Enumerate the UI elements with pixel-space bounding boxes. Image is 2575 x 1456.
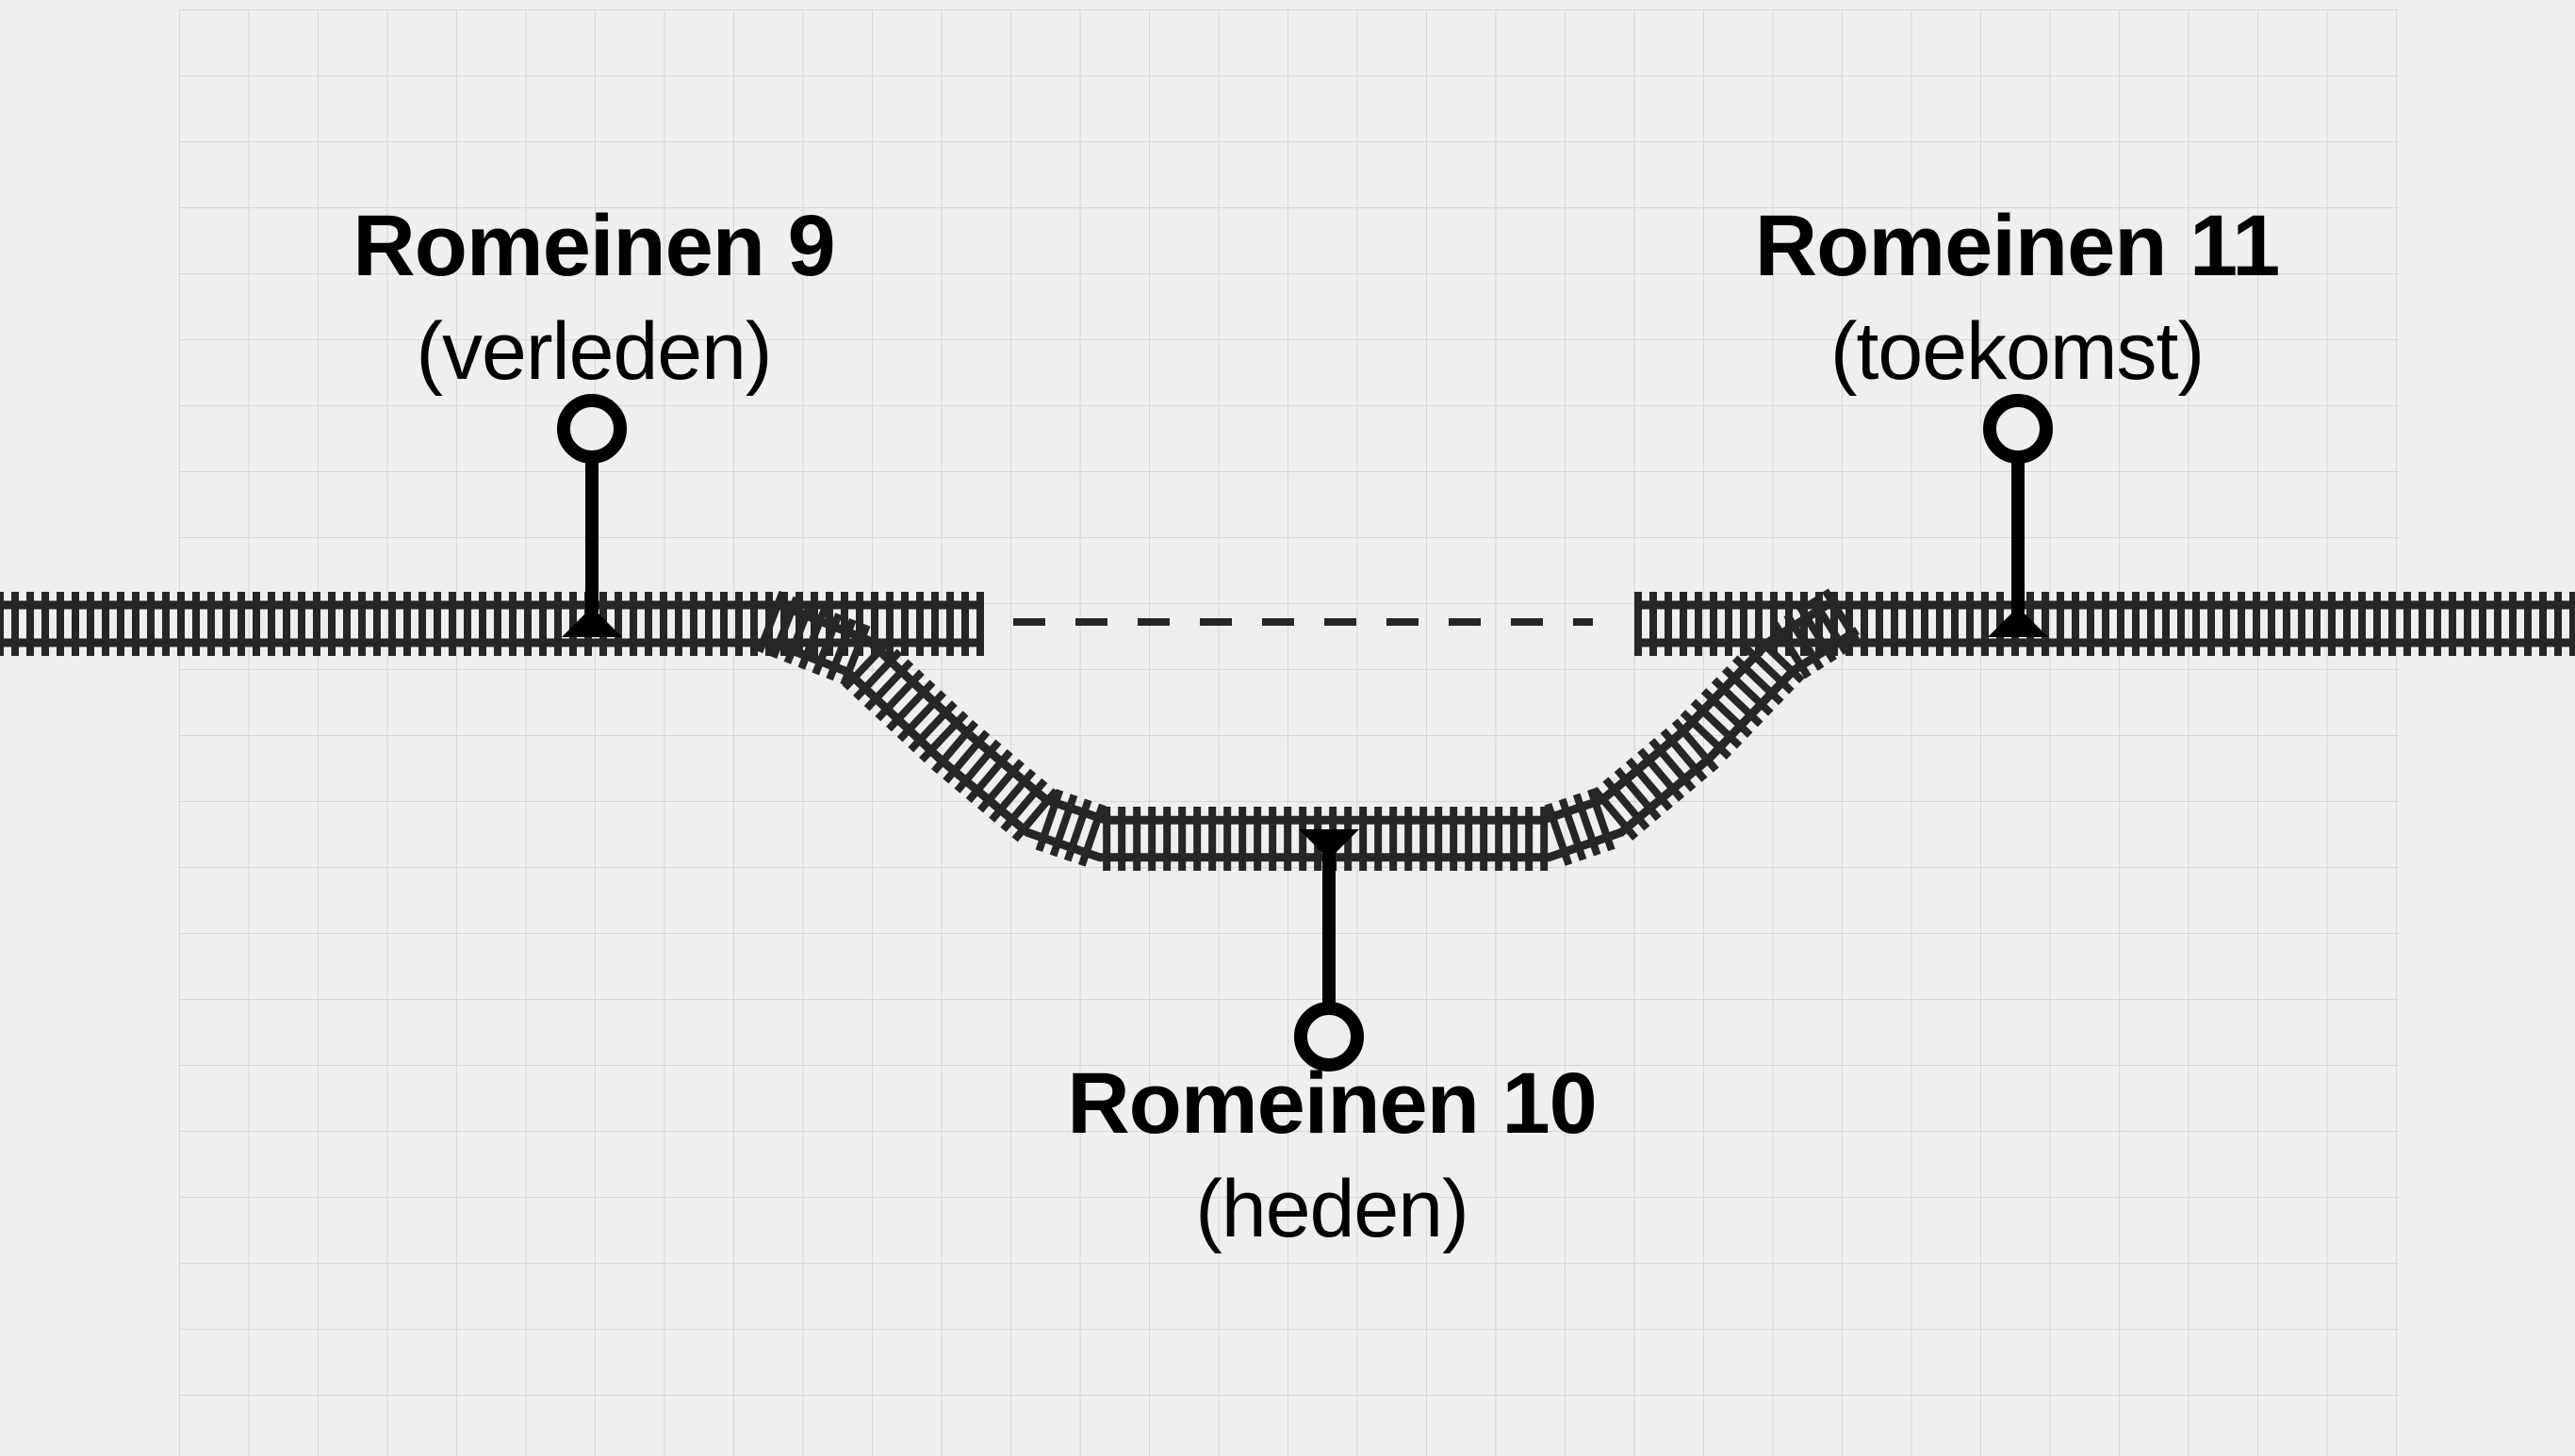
station-marker-r9 — [557, 394, 627, 637]
marker-base — [562, 607, 622, 637]
station-title: Romeinen 9 — [353, 198, 835, 294]
track-tie — [755, 590, 787, 654]
station-marker-r11 — [1983, 394, 2053, 637]
marker-base — [1988, 607, 2048, 637]
station-title: Romeinen 10 — [1067, 1055, 1598, 1152]
station-label-r10: Romeinen 10 (heden) — [908, 1051, 1756, 1262]
graph-paper-grid — [179, 9, 2399, 1456]
marker-ring — [1983, 394, 2053, 464]
station-subtitle: (toekomst) — [1829, 306, 2205, 397]
station-label-r9: Romeinen 9 (verleden) — [170, 193, 1018, 404]
marker-ring — [1294, 1002, 1364, 1072]
station-marker-r10 — [1294, 829, 1364, 1072]
railway-tracks — [0, 588, 2575, 871]
station-title: Romeinen 11 — [1754, 198, 2281, 294]
station-subtitle: (verleden) — [416, 306, 772, 397]
track-rail — [776, 595, 1840, 825]
station-label-r11: Romeinen 11 (toekomst) — [1593, 193, 2441, 404]
station-subtitle: (heden) — [1195, 1164, 1468, 1254]
marker-ring — [557, 394, 627, 464]
